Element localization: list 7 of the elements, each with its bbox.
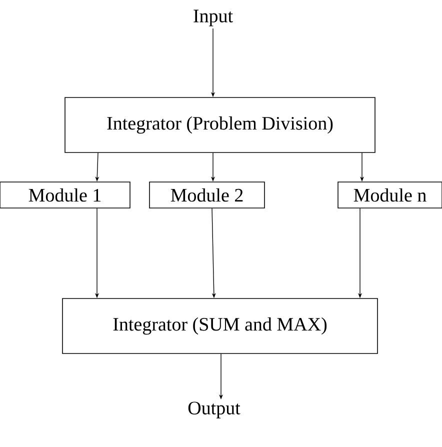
label-text: Input	[194, 10, 233, 26]
label-text: Output	[188, 402, 240, 418]
process-box: Module 2	[149, 182, 265, 208]
process-box: Module 1	[0, 182, 130, 208]
process-box: Integrator (SUM and MAX)	[62, 298, 378, 354]
process-box: Module n	[338, 182, 442, 208]
process-box: Integrator (Problem Division)	[64, 97, 376, 153]
